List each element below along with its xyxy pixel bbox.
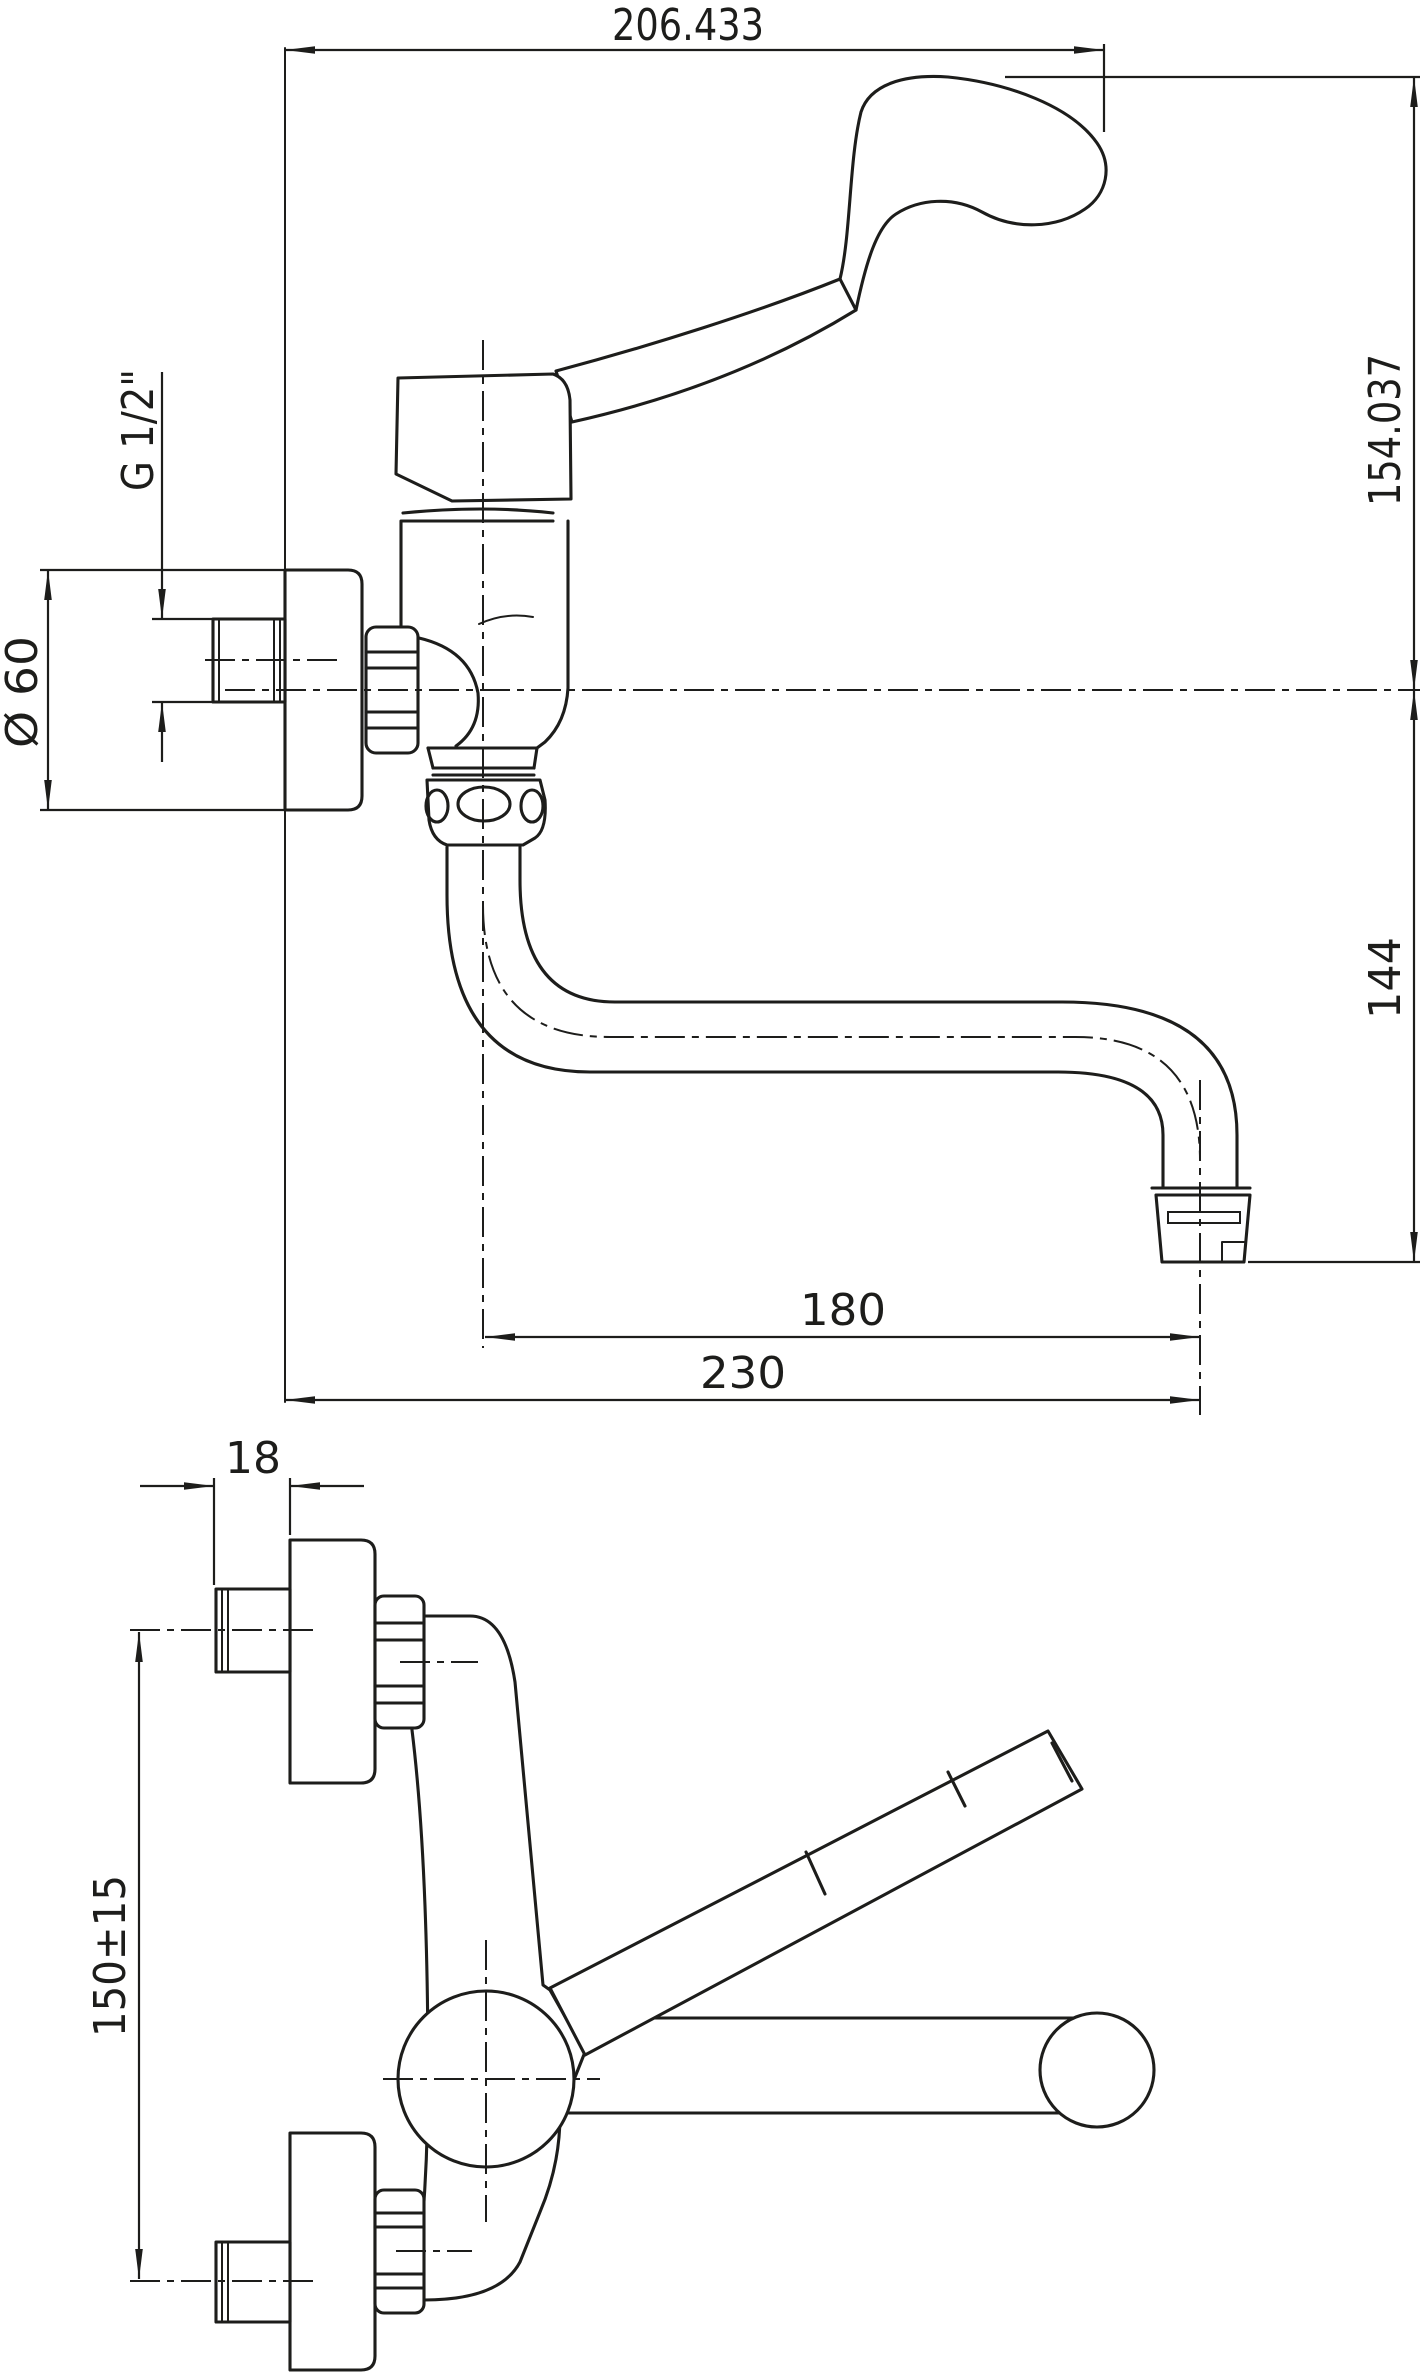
dim-thread-length: 18 xyxy=(140,1433,364,1585)
centerlines-plan xyxy=(130,1629,600,2282)
spout-flange-front xyxy=(425,778,547,847)
dim-spout-reach: 180 xyxy=(485,1285,1200,1341)
hex-nut-facets-front xyxy=(364,650,420,730)
escutcheon-plan-top xyxy=(288,1538,377,1785)
escutcheon-front xyxy=(283,568,364,812)
escutcheon-plan-bottom xyxy=(288,2131,377,2372)
hex-nut-facets-plan-bottom xyxy=(373,2211,426,2290)
dim-overall-reach: 206.433 xyxy=(285,0,1106,132)
body-trunk-plan xyxy=(409,1614,587,2302)
lever-handle-plan xyxy=(548,1729,1084,2057)
spout-tube-front xyxy=(445,845,1239,1190)
cap-ring-front xyxy=(401,507,555,515)
dim-label-thread-length: 18 xyxy=(225,1433,281,1484)
lever-joint-line-front xyxy=(838,277,858,312)
dim-spout-drop: 144 xyxy=(1248,690,1420,1264)
dim-label-overall-projection: 230 xyxy=(700,1348,786,1399)
dim-inlet-spacing: 150±15 xyxy=(85,1632,143,2279)
dim-inlet-thread: G 1/2" xyxy=(113,369,280,762)
lever-handle-front xyxy=(554,74,1108,424)
lever-detail-lines-plan xyxy=(804,1741,1074,1896)
dim-label-spout-drop: 144 xyxy=(1360,937,1411,1019)
spout-tube-fill-plan xyxy=(590,2018,1097,2113)
front-view: 206.433 154.037 144 G 1/2" xyxy=(0,0,1420,1415)
dim-label-escutcheon-diameter: Ø 60 xyxy=(0,636,48,748)
dim-label-overall-reach: 206.433 xyxy=(612,0,764,51)
dim-label-spout-reach: 180 xyxy=(800,1285,886,1336)
cartridge-arc xyxy=(478,614,534,625)
dim-label-inlet-thread: G 1/2" xyxy=(113,369,164,491)
ball-joint-arc xyxy=(417,636,480,748)
handle-cap-front xyxy=(394,372,573,503)
dim-overall-projection: 230 xyxy=(285,1348,1200,1404)
centerlines-front xyxy=(205,340,1420,1415)
dim-label-height-to-handle-top: 154.037 xyxy=(1360,354,1411,506)
hex-nut-facets-plan-top xyxy=(373,1621,426,1705)
dim-escutcheon-diameter: Ø 60 xyxy=(0,568,285,812)
dim-height-to-handle-top: 154.037 xyxy=(1005,75,1420,690)
flange-ovals xyxy=(424,785,545,824)
plan-view: 18 150±15 xyxy=(85,1433,1156,2372)
dim-label-inlet-spacing: 150±15 xyxy=(85,1875,136,2037)
aerator-front xyxy=(1150,1186,1252,1264)
spout-outlet-circle xyxy=(1038,2011,1156,2129)
body-right-edge xyxy=(535,519,570,750)
